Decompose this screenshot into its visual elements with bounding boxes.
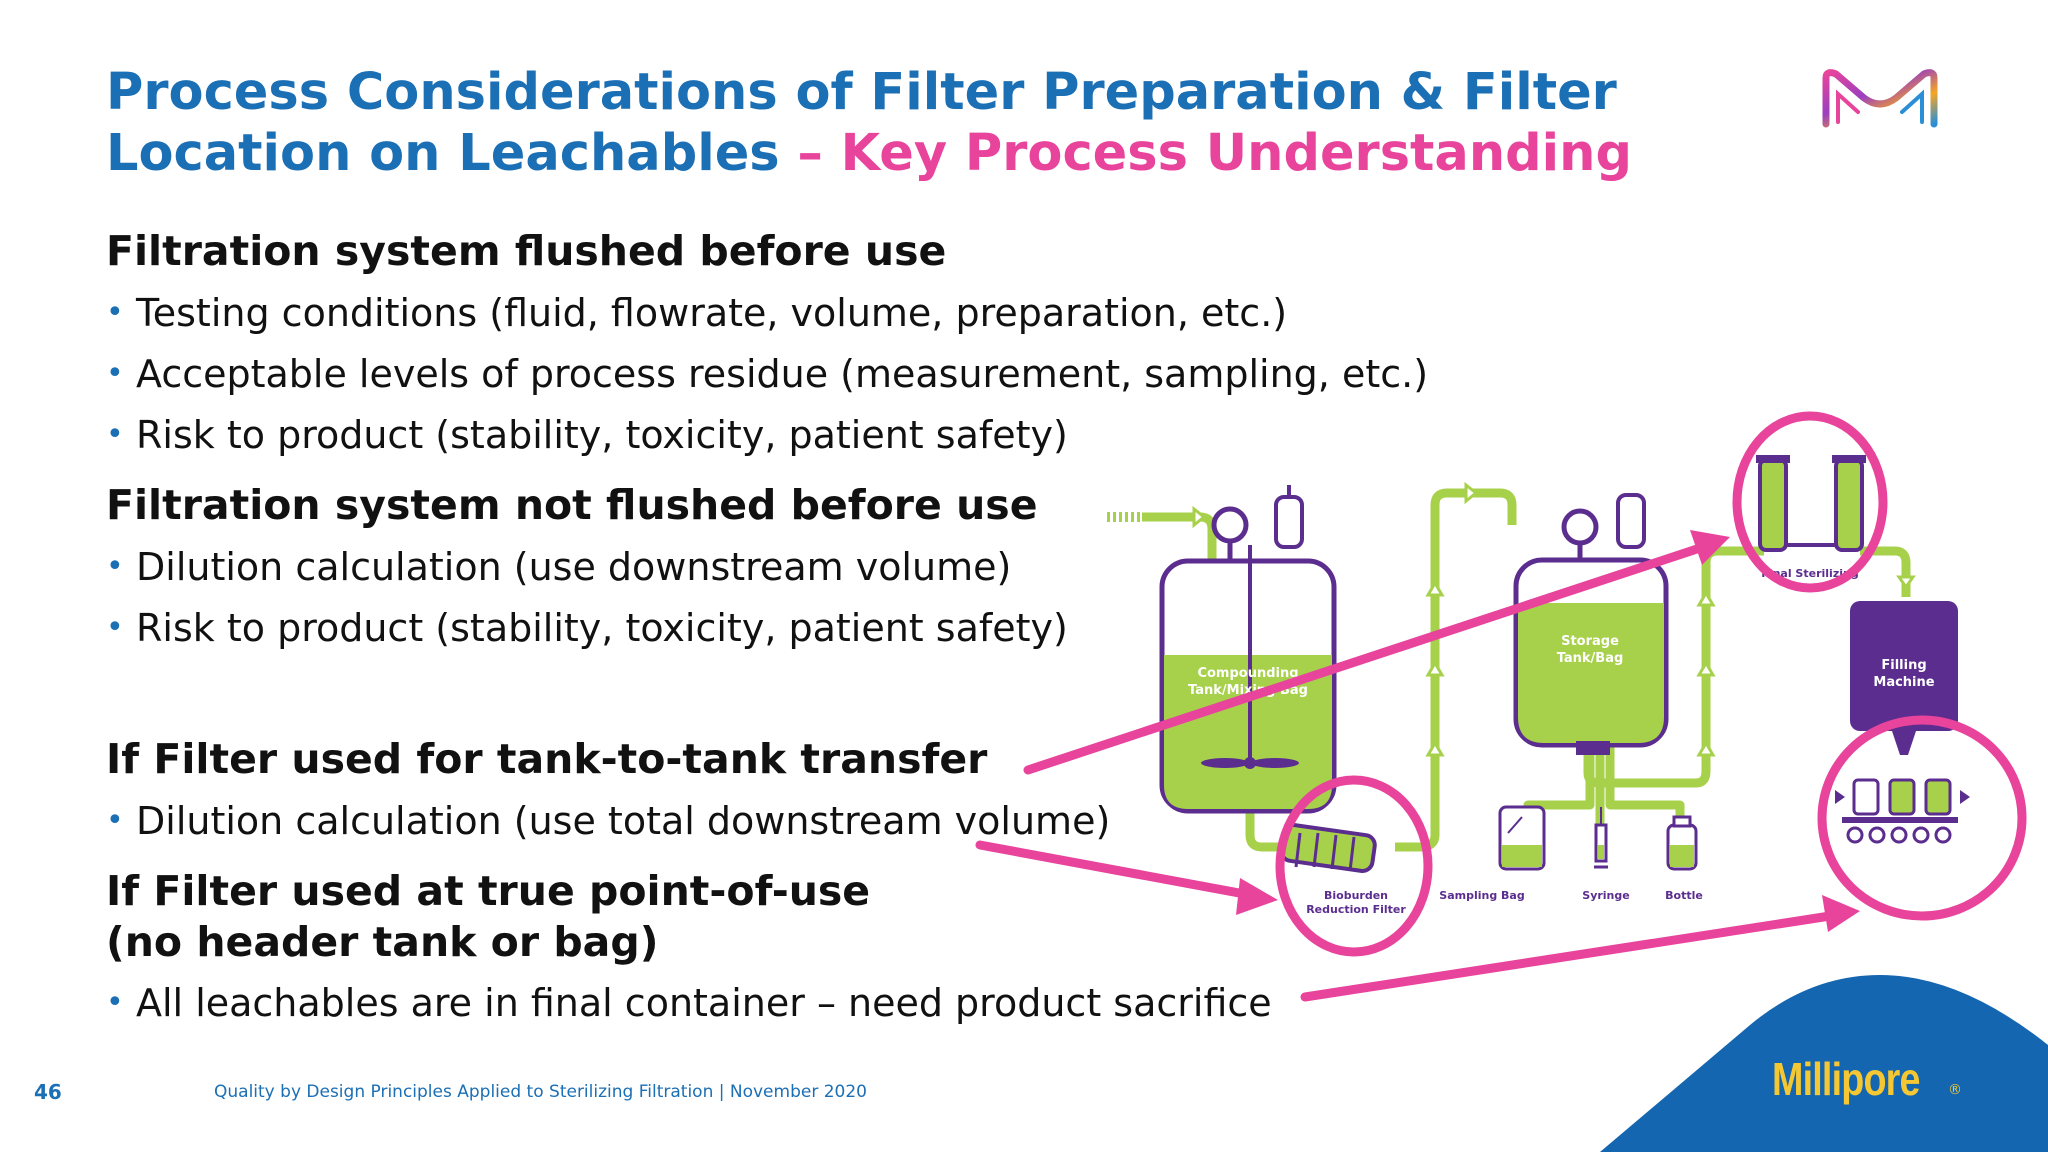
final-sterilizing-filters: Final Sterilizing (1756, 455, 1866, 580)
bullet-risk-to-product: •Risk to product (stability, toxicity, p… (106, 413, 1068, 457)
storage-label-1: Storage (1561, 634, 1619, 649)
slide-title: Process Considerations of Filter Prepara… (106, 62, 1806, 184)
inlet-pipe (1107, 512, 1140, 522)
sampling-bag-label: Sampling Bag (1439, 889, 1524, 902)
section-heading-tank-transfer: If Filter used for tank-to-tank transfer (106, 735, 988, 783)
filling-machine: Filling Machine (1835, 601, 1970, 844)
bioburden-filter: Bioburden Reduction Filter (1279, 823, 1406, 916)
title-line-2: Location on Leachables (106, 124, 780, 183)
section-heading-point-of-use: If Filter used at true point-of-use (106, 867, 871, 915)
section-heading-not-flushed: Filtration system not flushed before use (106, 481, 1038, 529)
compounding-tank: Compounding Tank/Mixing Bag (1159, 485, 1337, 814)
title-accent: – Key Process Understanding (797, 124, 1632, 183)
brand-shape (1600, 975, 2048, 1152)
compounding-label-1: Compounding (1197, 666, 1298, 681)
section-heading-no-header: (no header tank or bag) (106, 918, 659, 966)
storage-label-2: Tank/Bag (1557, 651, 1624, 666)
bullet-dilution-total: •Dilution calculation (use total downstr… (106, 799, 1111, 843)
title-line-1: Process Considerations of Filter Prepara… (106, 63, 1617, 122)
bioburden-label-1: Bioburden (1324, 889, 1388, 902)
syringe-label: Syringe (1582, 889, 1629, 902)
merck-logo-icon (1822, 69, 1938, 128)
final-filter-label: Final Sterilizing (1761, 567, 1858, 580)
bullet-all-leachables: •All leachables are in final container –… (106, 981, 1272, 1025)
filling-label-2: Machine (1873, 675, 1934, 690)
filling-label-1: Filling (1881, 658, 1926, 673)
bottle-label: Bottle (1665, 889, 1703, 902)
bullet-risk-to-product-2: •Risk to product (stability, toxicity, p… (106, 606, 1068, 650)
bullet-acceptable-levels: •Acceptable levels of process residue (m… (106, 352, 1429, 396)
bioburden-label-2: Reduction Filter (1306, 903, 1406, 916)
registered-mark: ® (1948, 1082, 1962, 1098)
millipore-brand: Millipore (1772, 1053, 1921, 1105)
page-number: 46 (34, 1080, 62, 1104)
bullet-testing-conditions: •Testing conditions (fluid, flowrate, vo… (106, 291, 1288, 335)
compounding-label-2: Tank/Mixing Bag (1188, 683, 1308, 698)
footer-text: Quality by Design Principles Applied to … (214, 1082, 867, 1102)
storage-tank: Storage Tank/Bag (1513, 493, 1669, 755)
process-flow-diagram: Compounding Tank/Mixing Bag Storage Tank… (1107, 455, 1970, 916)
bullet-dilution-downstream: •Dilution calculation (use downstream vo… (106, 545, 1012, 589)
section-heading-flushed: Filtration system flushed before use (106, 227, 947, 275)
sampling-containers: Sampling Bag Syringe Bottle (1439, 805, 1703, 902)
